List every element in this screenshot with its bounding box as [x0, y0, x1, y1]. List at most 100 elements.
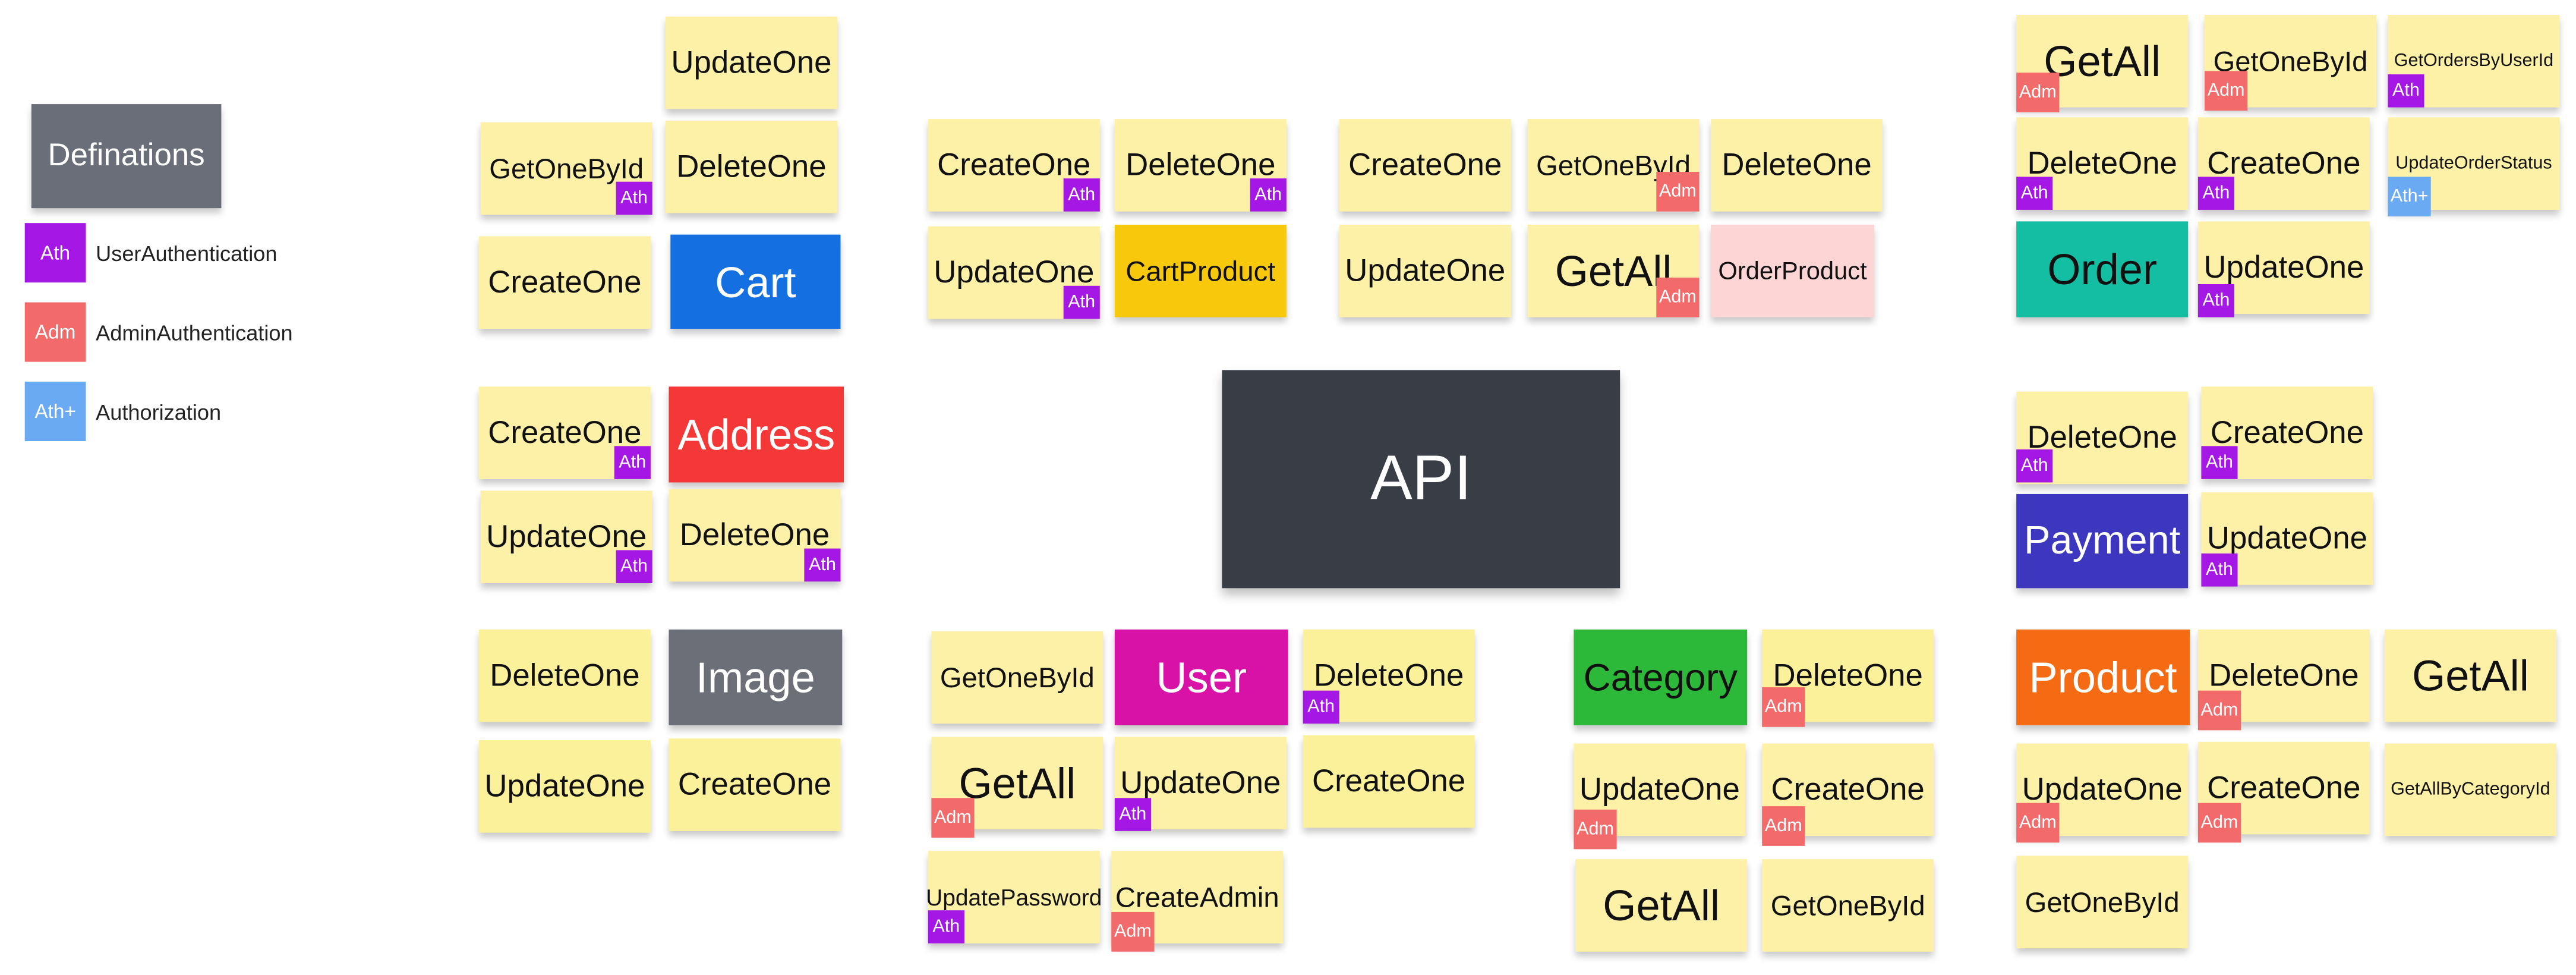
orderproduct-update-one-note: UpdateOne: [1339, 224, 1511, 317]
endpoint-label: UpdateOne: [484, 769, 645, 804]
endpoint-label: CreateOne: [1771, 772, 1925, 807]
category-label: Cart: [715, 257, 796, 307]
endpoint-label: UpdateOne: [2022, 772, 2183, 807]
image-create-one-note: CreateOne: [669, 738, 841, 831]
product-get-all-note: GetAll: [2384, 629, 2556, 722]
category-label: Image: [695, 652, 815, 703]
order-update-order-status-note: UpdateOrderStatus Ath+: [2388, 117, 2560, 217]
cartproduct-category-note: CartProduct: [1114, 224, 1287, 317]
ath-tag: Ath: [2197, 284, 2234, 317]
user-delete-one-note: DeleteOne Ath: [1303, 629, 1475, 724]
endpoint-label: DeleteOne: [2027, 420, 2177, 455]
endpoint-label: DeleteOne: [679, 518, 830, 553]
category-get-all-note: GetAll: [1575, 859, 1748, 952]
endpoint-label: GetAll: [2044, 36, 2161, 86]
user-create-admin-note: CreateAdmin Adm: [1111, 851, 1284, 952]
endpoint-label: CreateOne: [937, 147, 1091, 183]
endpoint-label: UpdateOne: [1345, 253, 1506, 288]
endpoint-label: UpdateOne: [2203, 250, 2364, 285]
legend-swatch-ath: Ath: [24, 223, 86, 283]
endpoint-label: GetOneById: [489, 153, 644, 184]
endpoint-label: CreateOne: [488, 415, 642, 451]
ath-tag: Ath: [2016, 177, 2053, 210]
category-label: Order: [2047, 244, 2158, 294]
adm-tag: Adm: [1656, 277, 1700, 317]
adm-tag: Adm: [2197, 803, 2241, 843]
category-label: Address: [677, 410, 835, 460]
legend-swatch-adm: Adm: [24, 302, 86, 362]
order-get-one-by-id-note: GetOneById Adm: [2204, 15, 2376, 111]
adm-tag: Adm: [2204, 71, 2248, 111]
endpoint-label: CreateOne: [2210, 415, 2364, 451]
product-get-all-by-category-id-note: GetAllByCategoryId: [2384, 743, 2556, 836]
ath-tag: Ath: [2201, 446, 2238, 479]
endpoint-label: GetAllByCategoryId: [2391, 779, 2550, 799]
user-category-note: User: [1114, 629, 1288, 725]
user-update-one-note: UpdateOne Ath: [1114, 737, 1287, 831]
endpoint-label: GetOneById: [2025, 886, 2180, 918]
endpoint-label: UpdateOne: [934, 255, 1095, 290]
ath-tag: Ath: [1114, 798, 1151, 831]
legend-label: AdminAuthentication: [96, 319, 293, 345]
endpoint-label: GetOrdersByUserId: [2394, 50, 2554, 71]
user-create-one-note: CreateOne: [1303, 735, 1475, 828]
ath-tag: Ath: [2388, 74, 2424, 108]
address-create-one-note: CreateOne Ath: [478, 386, 651, 479]
legend-item-authorization: Ath+ Authorization: [24, 381, 222, 441]
orderproduct-get-all-note: GetAll Adm: [1527, 224, 1700, 317]
address-update-one-note: UpdateOne Ath: [480, 490, 652, 583]
endpoint-label: CreateOne: [1348, 147, 1502, 183]
image-delete-one-note: DeleteOne: [478, 629, 651, 722]
adm-tag: Adm: [1762, 687, 1805, 727]
adm-tag: Adm: [2016, 73, 2060, 112]
legend-label: Authorization: [96, 399, 222, 424]
address-delete-one-note: DeleteOne Ath: [669, 489, 841, 582]
category-delete-one-note: DeleteOne Adm: [1762, 629, 1934, 727]
category-label: OrderProduct: [1718, 257, 1867, 285]
cartproduct-create-one-note: CreateOne Ath: [928, 119, 1100, 212]
adm-tag: Adm: [2197, 690, 2241, 731]
cartproduct-delete-one-note: DeleteOne Ath: [1114, 119, 1287, 212]
api-node: API: [1222, 370, 1620, 589]
legend-title: Definations: [31, 104, 222, 209]
cartproduct-update-one-note: UpdateOne Ath: [928, 226, 1100, 319]
address-category-note: Address: [669, 386, 844, 483]
adm-tag: Adm: [1574, 809, 1617, 850]
endpoint-label: GetAll: [1555, 246, 1672, 296]
legend-label: UserAuthentication: [96, 240, 278, 266]
endpoint-label: UpdateOne: [1579, 772, 1740, 807]
endpoint-label: CreateOne: [1311, 764, 1466, 799]
image-category-note: Image: [669, 629, 843, 725]
adm-tag: Adm: [1656, 172, 1700, 212]
category-label: Product: [2029, 652, 2177, 703]
category-label: User: [1156, 652, 1247, 703]
endpoint-label: CreateOne: [2207, 770, 2361, 806]
endpoint-label: CreateOne: [2207, 146, 2361, 181]
legend-swatch-athplus: Ath+: [24, 381, 86, 441]
endpoint-label: UpdateOne: [671, 45, 832, 80]
ath-tag: Ath: [1250, 178, 1287, 212]
endpoint-label: DeleteOne: [1773, 658, 1923, 693]
endpoint-label: UpdateOne: [486, 519, 647, 555]
category-label: Payment: [2024, 518, 2181, 563]
endpoint-label: DeleteOne: [1313, 658, 1464, 693]
endpoint-label: DeleteOne: [1721, 147, 1872, 183]
order-delete-one-note: DeleteOne Ath: [2016, 117, 2189, 210]
endpoint-label: DeleteOne: [490, 658, 640, 693]
legend-item-user-authentication: Ath UserAuthentication: [24, 223, 278, 283]
product-get-one-by-id-note: GetOneById: [2016, 856, 2189, 949]
payment-category-note: Payment: [2016, 493, 2189, 589]
product-category-note: Product: [2016, 629, 2190, 725]
cart-delete-one-note: DeleteOne: [665, 120, 837, 213]
ath-tag: Ath: [616, 550, 652, 583]
payment-update-one-note: UpdateOne Ath: [2201, 492, 2373, 587]
image-update-one-note: UpdateOne: [478, 740, 651, 833]
ath-tag: Ath: [1303, 690, 1339, 724]
category-label: CartProduct: [1125, 255, 1276, 287]
endpoint-label: DeleteOne: [676, 149, 827, 184]
cart-create-one-note: CreateOne: [478, 236, 651, 329]
endpoint-label: UpdateOne: [2206, 521, 2367, 556]
ath-tag: Ath: [2197, 177, 2234, 210]
category-create-one-note: CreateOne Adm: [1762, 743, 1934, 846]
legend-item-admin-authentication: Adm AdminAuthentication: [24, 302, 293, 362]
